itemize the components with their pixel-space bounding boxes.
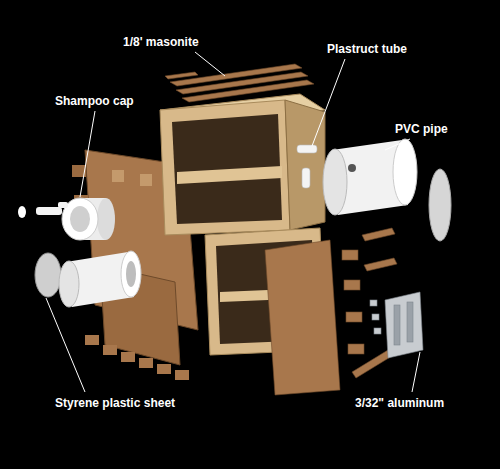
shampoo-cap-part: [70, 206, 90, 232]
left-panel-part: [139, 358, 153, 368]
leader-lines-part: [46, 298, 85, 392]
plastruct-tubes-part: [297, 145, 317, 153]
aluminum-bracket-part: [385, 292, 423, 358]
left-panel-part: [103, 345, 117, 355]
shampoo-cap-part: [58, 202, 68, 208]
leader-lines-part: [80, 111, 95, 197]
upper-box-part: [177, 166, 282, 184]
pvc-pipe: [323, 139, 451, 241]
left-panel-part: [112, 170, 124, 182]
upper-box-part: [285, 100, 325, 230]
upper-box: [160, 94, 325, 235]
styrene-disk-and-pipe-part: [35, 253, 61, 297]
part-label: Plastruct tube: [327, 42, 407, 57]
upper-box-part: [172, 114, 282, 224]
aluminum-bracket-part: [407, 302, 413, 342]
plastruct-tubes: [297, 145, 317, 188]
right-panel-part: [362, 228, 395, 241]
pvc-pipe-part: [393, 139, 417, 205]
aluminum-bracket: [370, 292, 423, 358]
left-panel-part: [121, 352, 135, 362]
aluminum-bracket-part: [374, 328, 381, 334]
left-panel-part: [140, 174, 152, 186]
part-label: PVC pipe: [395, 122, 448, 137]
styrene-disk-and-pipe-part: [121, 251, 141, 297]
left-panel-part: [175, 370, 189, 380]
leader-lines: [46, 52, 420, 392]
left-panel-part: [157, 364, 171, 374]
masonite-slats-part: [165, 72, 198, 79]
styrene-disk-and-pipe-part: [59, 261, 79, 307]
pvc-pipe-part: [429, 169, 451, 241]
upper-box-part: [160, 100, 290, 235]
right-panel-part: [342, 250, 358, 260]
pvc-pipe-part: [348, 164, 356, 172]
right-panel-part: [346, 312, 362, 322]
part-label: 3/32" aluminum: [355, 396, 444, 411]
leader-lines-part: [312, 59, 345, 146]
shampoo-cap-part: [36, 207, 62, 215]
part-label: Styrene plastic sheet: [55, 396, 175, 411]
leader-lines-part: [412, 352, 420, 392]
leader-lines-part: [385, 139, 410, 150]
pvc-pipe-part: [323, 149, 347, 215]
leader-lines-part: [195, 52, 225, 76]
aluminum-bracket-part: [370, 300, 377, 306]
part-label: 1/8' masonite: [123, 35, 199, 50]
right-panel-part: [352, 350, 392, 378]
plastruct-tubes-part: [302, 168, 310, 188]
right-panel-part: [348, 344, 364, 354]
styrene-disk-and-pipe: [35, 251, 141, 307]
styrene-disk-and-pipe-part: [126, 261, 136, 287]
left-panel-part: [85, 335, 99, 345]
shampoo-cap-part: [18, 206, 26, 218]
right-panel: [265, 228, 397, 395]
part-label: Shampoo cap: [55, 94, 134, 109]
right-panel-part: [364, 258, 397, 271]
aluminum-bracket-part: [394, 305, 400, 345]
right-panel-part: [265, 240, 340, 395]
right-panel-part: [344, 280, 360, 290]
aluminum-bracket-part: [372, 314, 379, 320]
shampoo-cap: [18, 198, 115, 240]
shampoo-cap-part: [97, 198, 115, 240]
